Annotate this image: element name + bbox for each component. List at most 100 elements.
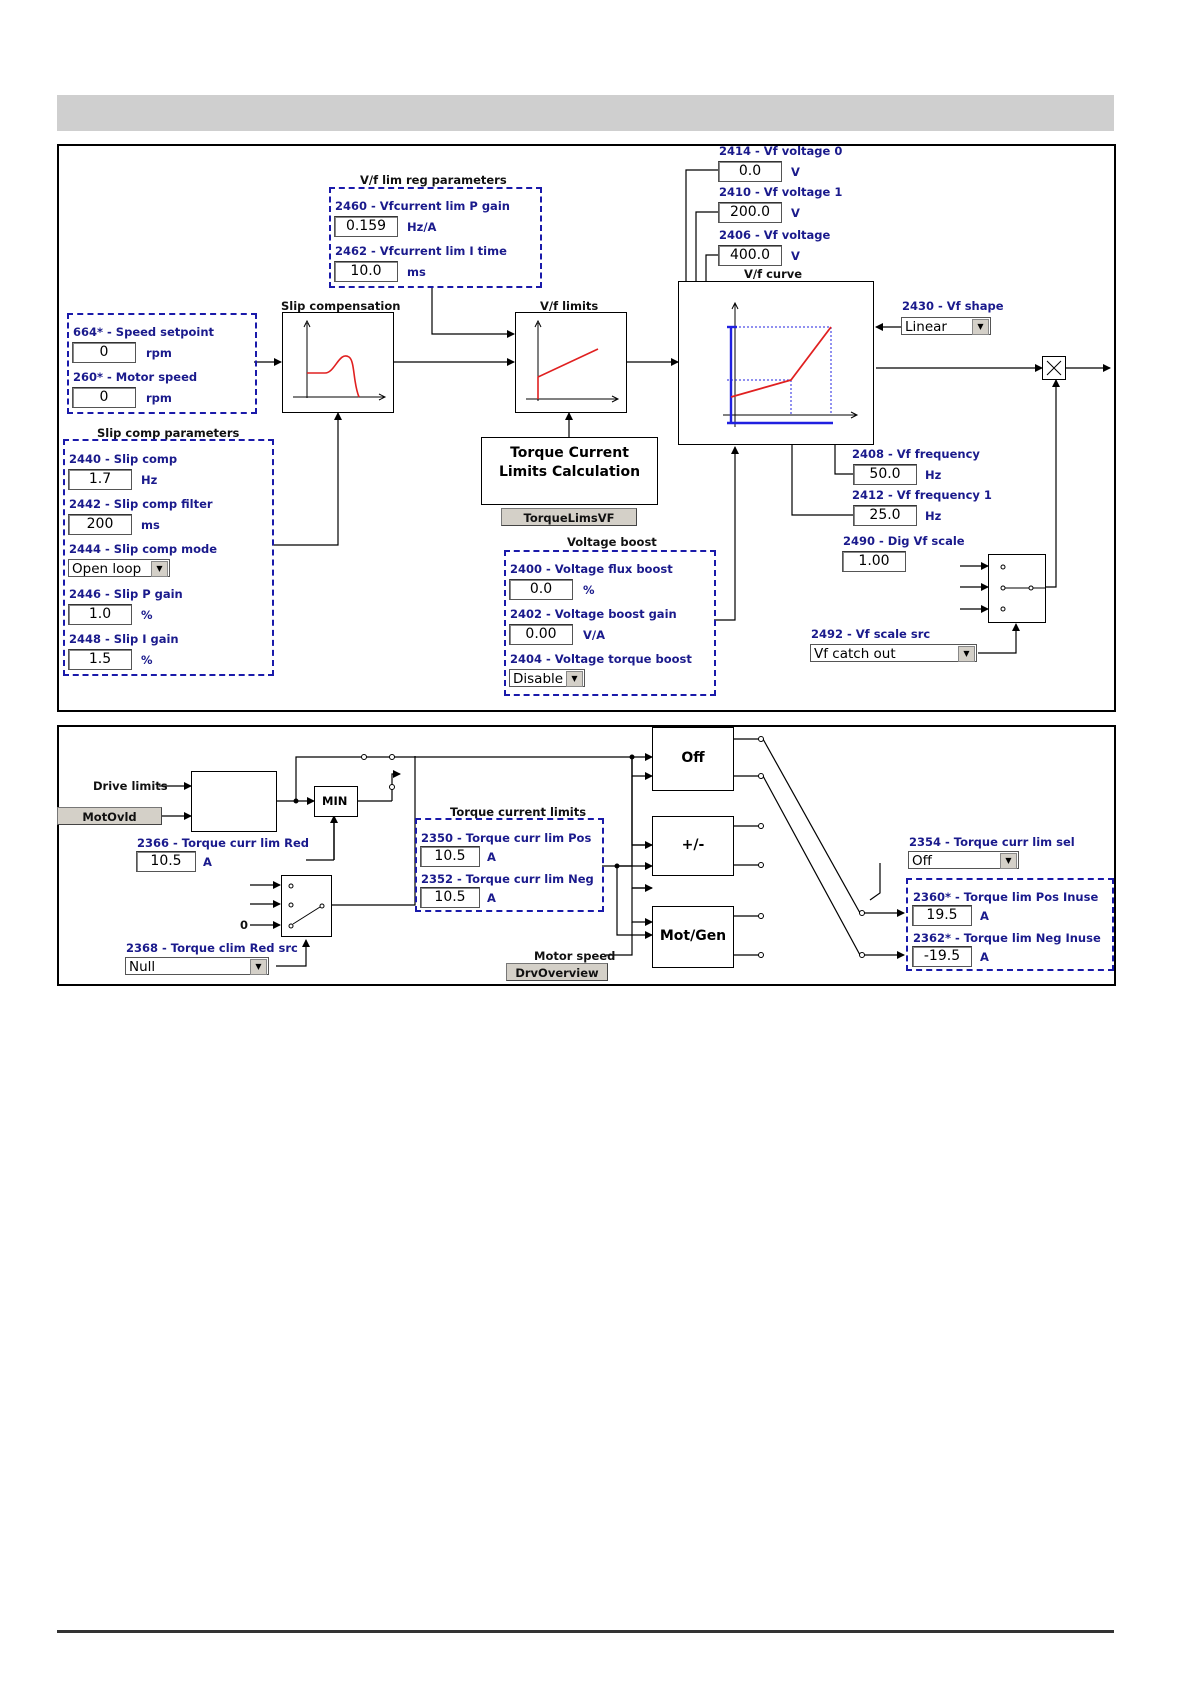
p2410-unit: V: [791, 206, 800, 220]
p2492-select[interactable]: Vf catch out ▼: [810, 644, 977, 662]
slip-comp-block-title: Slip compensation: [281, 299, 401, 313]
chevron-down-icon[interactable]: ▼: [972, 319, 989, 335]
p260-label: 260* - Motor speed: [73, 370, 198, 384]
p2442-value[interactable]: 200: [68, 514, 132, 535]
p2402-unit: V/A: [583, 628, 606, 642]
slip-params-title: Slip comp parameters: [97, 426, 240, 440]
p2414-value[interactable]: 0.0: [718, 161, 782, 182]
p2440-value[interactable]: 1.7: [68, 469, 132, 490]
p2412-label: 2412 - Vf frequency 1: [852, 488, 992, 502]
motovld-button[interactable]: MotOvld: [57, 807, 162, 825]
p2366-value[interactable]: 10.5: [136, 851, 196, 872]
slip-comp-block[interactable]: [282, 312, 394, 413]
torque-limits-calc-block[interactable]: [481, 437, 658, 505]
p664-value[interactable]: 0: [72, 342, 136, 363]
motgen-block-label: Mot/Gen: [659, 928, 727, 944]
vflim-reg-title: V/f lim reg parameters: [360, 173, 507, 187]
p2366-unit: A: [203, 855, 212, 869]
p2406-unit: V: [791, 249, 800, 263]
vf-curve-graph-icon: [723, 301, 859, 427]
p2406-value[interactable]: 400.0: [718, 245, 782, 266]
tcl-group: [415, 818, 604, 912]
p2414-label: 2414 - Vf voltage 0: [719, 144, 843, 158]
p260-unit: rpm: [146, 391, 172, 405]
p2412-unit: Hz: [925, 509, 942, 523]
p2412-value[interactable]: 25.0: [853, 505, 917, 526]
chevron-down-icon[interactable]: ▼: [250, 959, 267, 975]
p2430-select[interactable]: Linear▼: [901, 317, 991, 335]
zero-label: 0: [240, 918, 249, 932]
p2440-label: 2440 - Slip comp: [69, 452, 178, 466]
footer-rule: [57, 1630, 1114, 1633]
p2366-label: 2366 - Torque curr lim Red: [137, 836, 310, 850]
voltage-boost-title: Voltage boost: [567, 535, 657, 549]
torque-calc-line1: Torque Current: [510, 445, 629, 461]
p2360-label: 2360* - Torque lim Pos Inuse: [913, 890, 1099, 904]
p2448-value[interactable]: 1.5: [68, 649, 132, 670]
p2492-value: Vf catch out: [814, 646, 896, 662]
p2490-value[interactable]: 1.00: [842, 551, 906, 572]
chevron-down-icon[interactable]: ▼: [1000, 853, 1017, 869]
tcl-title: Torque current limits: [450, 805, 587, 819]
p2444-select[interactable]: Open loop ▼: [68, 559, 170, 577]
p2408-unit: Hz: [925, 468, 942, 482]
p2400-unit: %: [583, 583, 595, 597]
p2350-value[interactable]: 10.5: [420, 846, 480, 867]
p2360-unit: A: [980, 909, 989, 923]
p260-value[interactable]: 0: [72, 387, 136, 408]
multiplier-block: [1042, 356, 1066, 380]
p2448-unit: %: [141, 653, 153, 667]
p2442-unit: ms: [141, 518, 160, 532]
p2444-value: Open loop: [72, 561, 142, 577]
vf-curve-block[interactable]: [678, 281, 874, 445]
p2404-select[interactable]: Disable▼: [509, 669, 585, 687]
slip-params-group: [63, 439, 274, 676]
p2410-value[interactable]: 200.0: [718, 202, 782, 223]
p2362-label: 2362* - Torque lim Neg Inuse: [913, 931, 1101, 945]
p2444-label: 2444 - Slip comp mode: [69, 542, 218, 556]
p2368-value: Null: [129, 959, 156, 975]
p2402-value[interactable]: 0.00: [509, 624, 573, 645]
drvoverview-button[interactable]: DrvOverview: [506, 963, 608, 981]
p2368-select[interactable]: Null ▼: [125, 957, 269, 975]
p2352-unit: A: [487, 891, 496, 905]
drive-limits-block[interactable]: [191, 771, 277, 832]
p2404-value: Disable: [513, 671, 564, 687]
switch-icon: [288, 883, 325, 929]
p2362-unit: A: [980, 950, 989, 964]
chevron-down-icon[interactable]: ▼: [958, 646, 975, 662]
vf-curve-block-title: V/f curve: [744, 267, 803, 281]
p2462-value[interactable]: 10.0: [334, 261, 398, 282]
plus-minus-block[interactable]: [652, 816, 734, 876]
header-bar: [57, 95, 1114, 131]
p2402-label: 2402 - Voltage boost gain: [510, 607, 677, 621]
motgen-block[interactable]: [652, 906, 734, 968]
torque-calc-line2: Limits Calculation: [498, 464, 641, 480]
p2460-unit: Hz/A: [407, 220, 437, 234]
vf-limits-block[interactable]: [515, 312, 627, 413]
p2354-select[interactable]: Off▼: [908, 851, 1019, 869]
p2350-unit: A: [487, 850, 496, 864]
off-block-label: Off: [681, 750, 705, 766]
off-block[interactable]: [652, 727, 734, 791]
multiply-icon: [1046, 360, 1062, 376]
torquelimsvf-button[interactable]: TorqueLimsVF: [501, 508, 637, 526]
vflim-reg-group: [329, 187, 542, 288]
p2460-value[interactable]: 0.159: [334, 216, 398, 237]
p2400-value[interactable]: 0.0: [509, 579, 573, 600]
p2362-value[interactable]: -19.5: [912, 946, 972, 967]
p2352-value[interactable]: 10.5: [420, 887, 480, 908]
p2354-label: 2354 - Torque curr lim sel: [909, 835, 1075, 849]
p2408-label: 2408 - Vf frequency: [852, 447, 980, 461]
p2360-value[interactable]: 19.5: [912, 905, 972, 926]
chevron-down-icon[interactable]: ▼: [151, 561, 168, 577]
p2460-label: 2460 - Vfcurrent lim P gain: [335, 199, 510, 213]
chevron-down-icon[interactable]: ▼: [566, 671, 583, 687]
p2446-value[interactable]: 1.0: [68, 604, 132, 625]
p2352-label: 2352 - Torque curr lim Neg: [421, 872, 594, 886]
p2408-value[interactable]: 50.0: [853, 464, 917, 485]
p2492-label: 2492 - Vf scale src: [811, 627, 931, 641]
p2446-label: 2446 - Slip P gain: [69, 587, 183, 601]
plus-minus-block-label: +/-: [681, 837, 705, 853]
